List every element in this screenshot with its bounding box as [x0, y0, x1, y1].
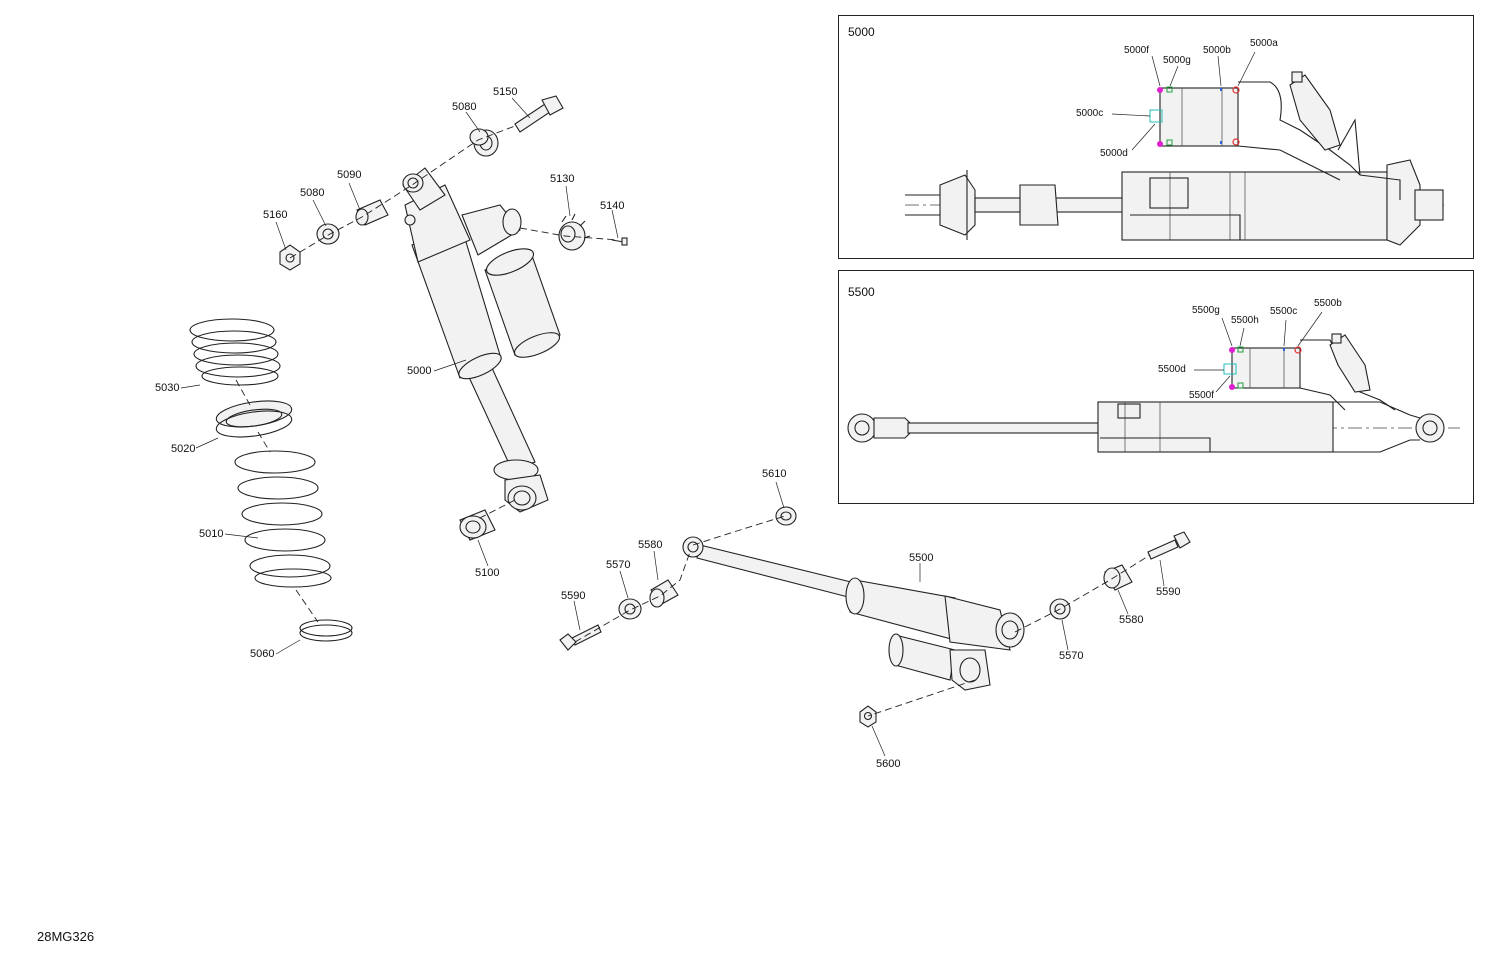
shock-absorber-5500 [682, 536, 1025, 691]
callout-5000c: 5000c [1076, 108, 1104, 119]
bolt-5150 [514, 95, 564, 133]
shock-absorber-5000 [402, 167, 561, 513]
callout-5000d: 5000d [1100, 148, 1128, 159]
part-label-5600: 5600 [876, 758, 901, 770]
part-label-5100: 5100 [475, 567, 500, 579]
part-label-5590-right: 5590 [1156, 586, 1181, 598]
part-label-5060: 5060 [250, 648, 275, 660]
part-label-5570-left: 5570 [606, 559, 631, 571]
nut-5600 [859, 705, 877, 728]
bushing-5580-right [1103, 564, 1133, 591]
callout-5500f: 5500f [1189, 390, 1215, 401]
part-label-5090: 5090 [337, 169, 362, 181]
part-label-5020: 5020 [171, 443, 196, 455]
detail-panel-5000 [838, 15, 1474, 259]
part-label-5570-right: 5570 [1059, 650, 1084, 662]
spacer-5090 [355, 199, 389, 226]
detail-panel-title-5500: 5500 [848, 285, 875, 299]
bushing-5580-left [649, 579, 679, 608]
screw-5140 [611, 237, 628, 246]
part-label-5080-left: 5080 [300, 187, 325, 199]
callout-5500c: 5500c [1270, 306, 1298, 317]
spacer-5570-left [618, 598, 642, 620]
part-label-5130: 5130 [550, 173, 575, 185]
part-label-5500: 5500 [909, 552, 934, 564]
callout-5500b: 5500b [1314, 298, 1342, 309]
bolt-5590-left [559, 624, 602, 651]
adjuster-ring-5020 [215, 400, 293, 438]
callout-5000b: 5000b [1203, 45, 1231, 56]
part-label-5150: 5150 [493, 86, 518, 98]
bolt-5590-right [1147, 531, 1191, 560]
part-label-5080-top: 5080 [452, 101, 477, 113]
part-label-5160: 5160 [263, 209, 288, 221]
part-label-5610: 5610 [762, 468, 787, 480]
bushing-5100 [459, 509, 496, 541]
washer-5080-left [316, 223, 340, 245]
callout-5500g: 5500g [1192, 305, 1220, 316]
callout-5000a: 5000a [1250, 38, 1278, 49]
detail-panel-title-5000: 5000 [848, 25, 875, 39]
callout-5500h: 5500h [1231, 315, 1259, 326]
part-label-5010: 5010 [199, 528, 224, 540]
adjuster-knob-5130 [558, 213, 591, 251]
callout-5000f: 5000f [1124, 45, 1150, 56]
detail-drawing-5000 [905, 51, 1445, 246]
part-label-5580-left: 5580 [638, 539, 663, 551]
part-label-5590-left: 5590 [561, 590, 586, 602]
spring-5030 [189, 318, 281, 386]
part-label-5580-right: 5580 [1119, 614, 1144, 626]
callout-5000g: 5000g [1163, 55, 1191, 66]
spring-5010 [234, 450, 332, 588]
bushing-5610 [775, 506, 797, 526]
part-label-5140: 5140 [600, 200, 625, 212]
bushing-5080-top [469, 128, 499, 157]
callout-5500d: 5500d [1158, 364, 1186, 375]
detail-drawing-5500 [847, 311, 1460, 453]
part-label-5030: 5030 [155, 382, 180, 394]
clip-5060 [299, 619, 353, 642]
detail-panel-5500 [838, 270, 1474, 504]
figure-id: 28MG326 [37, 929, 95, 944]
part-label-5000: 5000 [407, 365, 432, 377]
